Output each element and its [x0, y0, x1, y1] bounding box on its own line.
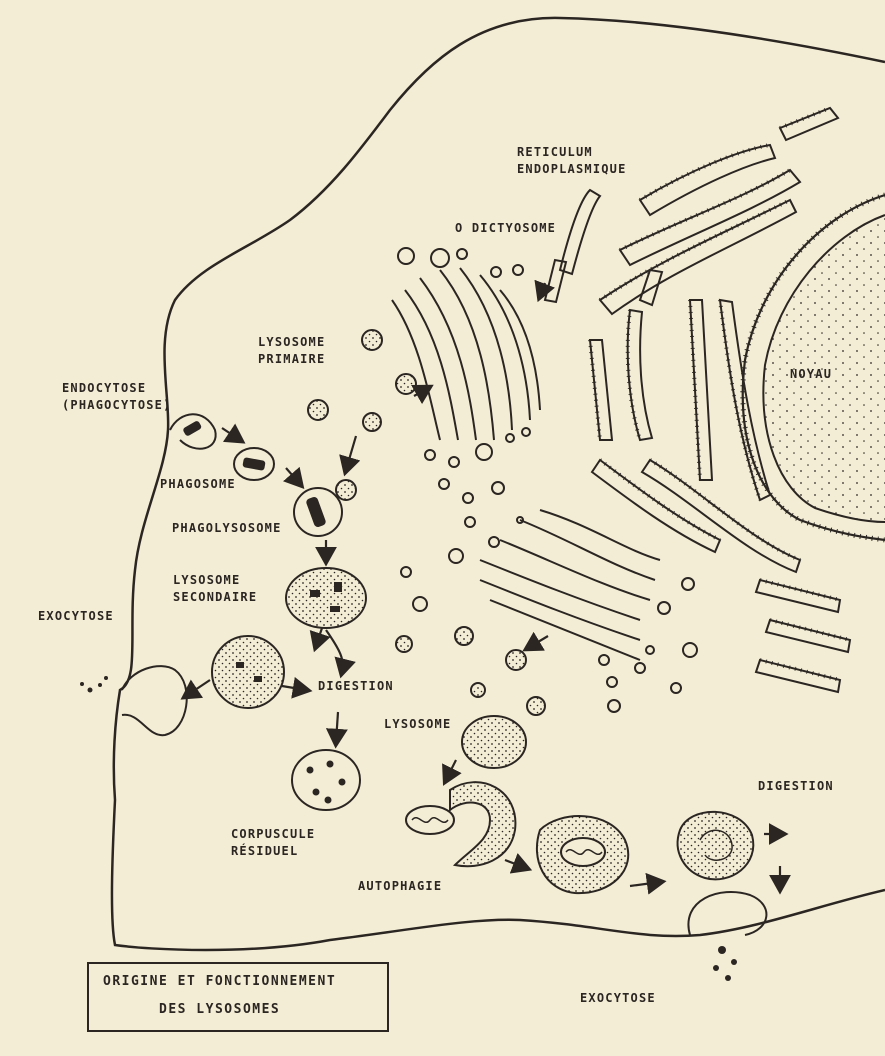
label-noyau: NOYAU: [790, 366, 832, 382]
secondary-lysosome: [286, 568, 366, 628]
large-lysosome: [462, 716, 526, 768]
label-exocytose-bottom: EXOCYTOSE: [580, 990, 656, 1006]
label-lysosome: LYSOSOME: [384, 716, 451, 732]
phagolysosome: [294, 488, 342, 536]
label-autophagie: AUTOPHAGIE: [358, 878, 442, 894]
label-corpuscule-1: CORPUSCULE: [231, 826, 315, 842]
label-digestion-center: DIGESTION: [318, 678, 394, 694]
label-digestion-right: DIGESTION: [758, 778, 834, 794]
label-reticulum-2: ENDOPLASMIQUE: [517, 161, 627, 177]
residual-body: [292, 750, 360, 810]
endocytosis: [170, 414, 216, 448]
label-corpuscule-2: RÉSIDUEL: [231, 843, 298, 859]
label-lysosome-secondaire-1: LYSOSOME: [173, 572, 240, 588]
label-phagosome: PHAGOSOME: [160, 476, 236, 492]
label-reticulum-1: RETICULUM: [517, 144, 593, 160]
exocytosis-left: [80, 666, 187, 735]
dictyosome-lower: [480, 510, 660, 660]
title-box: ORIGINE ET FONCTIONNEMENT DES LYSOSOMES: [87, 962, 389, 1032]
digesting-lysosome: [212, 636, 284, 708]
title-line-2: DES LYSOSOMES: [159, 1002, 280, 1017]
label-phagolysosome: PHAGOLYSOSOME: [172, 520, 282, 536]
label-dictyosome: O DICTYOSOME: [455, 220, 556, 236]
label-lysosome-primaire-1: LYSOSOME: [258, 334, 325, 350]
dictyosome-upper: [392, 268, 540, 440]
label-endocytose-1: ENDOCYTOSE: [62, 380, 146, 396]
label-endocytose-2: (PHAGOCYTOSE): [62, 397, 172, 413]
title-line-1: ORIGINE ET FONCTIONNEMENT: [103, 974, 336, 989]
autophagy: [406, 782, 766, 981]
phagosome: [234, 448, 274, 480]
vesicles: [398, 248, 697, 712]
label-lysosome-secondaire-2: SECONDAIRE: [173, 589, 257, 605]
label-exocytose-left: EXOCYTOSE: [38, 608, 114, 624]
label-lysosome-primaire-2: PRIMAIRE: [258, 351, 325, 367]
